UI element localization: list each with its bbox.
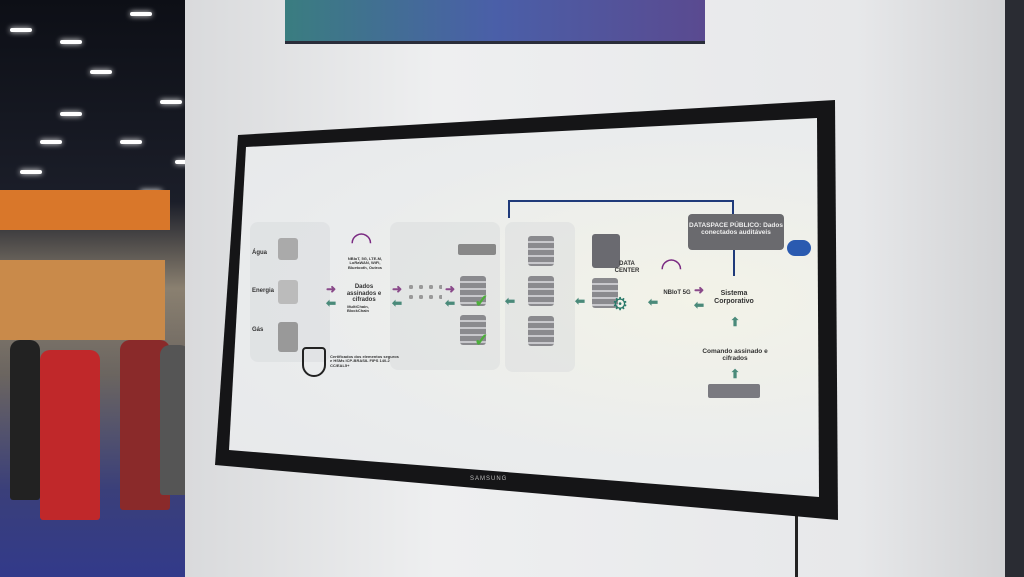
arrow-left-icon: ⬅ <box>575 294 586 308</box>
booth <box>0 260 165 340</box>
meter-water-label: Água <box>252 250 267 256</box>
gear-icon: ⚙ <box>612 294 629 314</box>
connector-line <box>733 250 735 276</box>
meter-gas-label: Gás <box>252 327 264 333</box>
connectivity-label: NBIoT, 5G, LTE-M, LoRaWAN, WiFi, Bluetoo… <box>347 256 383 270</box>
tv-cable <box>795 515 798 577</box>
shield-icon <box>302 347 326 377</box>
dataspace-box: DATASPACE PÚBLICO: Dados conectados audi… <box>688 214 784 250</box>
booth-sign <box>0 190 170 230</box>
wifi-icon: ◠ <box>660 252 683 282</box>
command-label: Comando assinado e cifrados <box>702 348 768 363</box>
arrow-right-icon: ➜ <box>445 282 456 296</box>
server-icon <box>460 315 486 345</box>
datacenter-label: DATA CENTER <box>614 261 640 274</box>
chain-label: MultiChain, BlockChain <box>346 304 369 314</box>
check-icon: ✓ <box>474 330 490 350</box>
arrow-left-icon: ⬅ <box>326 296 337 310</box>
meter-energy-label: Energia <box>252 288 275 294</box>
cloud-icon <box>787 240 811 256</box>
corporate-system-label: Sistema Corporativo <box>714 290 754 305</box>
upper-display <box>285 0 705 44</box>
hsm-device-icon <box>458 244 496 255</box>
blockchain-network-icon <box>406 282 442 304</box>
water-meter-icon <box>278 238 298 260</box>
arrow-right-icon: ➜ <box>392 282 403 296</box>
server-icon <box>528 236 554 266</box>
certificates-label: Certificados dos elementos seguros e HSM… <box>330 354 399 368</box>
server-icon <box>528 316 554 346</box>
server-icon <box>528 276 554 306</box>
gas-meter-icon <box>278 322 298 352</box>
arrow-left-icon: ⬅ <box>648 295 659 309</box>
check-icon: ✓ <box>474 291 490 311</box>
arrow-left-icon: ⬅ <box>694 298 705 312</box>
hsm-device-icon <box>708 384 760 398</box>
server-icon <box>592 278 618 308</box>
server-icon <box>460 276 486 306</box>
arrow-right-icon: ➜ <box>694 283 705 297</box>
nbiot-label: NBIoT 5G <box>663 290 691 296</box>
arrow-left-icon: ⬅ <box>445 296 456 310</box>
arrow-left-icon: ⬅ <box>505 294 516 308</box>
arrow-up-icon: ⬆ <box>730 367 741 381</box>
tv-brand-logo: SAMSUNG <box>470 476 508 482</box>
arrow-left-icon: ⬅ <box>392 296 403 310</box>
connector-line <box>508 200 734 218</box>
datacenter-icon <box>592 234 620 268</box>
arrow-right-icon: ➜ <box>326 282 337 296</box>
energy-meter-icon <box>278 280 298 304</box>
signed-data-label: Dados assinados e cifrados <box>346 284 382 304</box>
wifi-icon: ◠ <box>350 226 373 256</box>
arrow-up-icon: ⬆ <box>730 315 741 329</box>
wall-edge <box>1005 0 1024 577</box>
